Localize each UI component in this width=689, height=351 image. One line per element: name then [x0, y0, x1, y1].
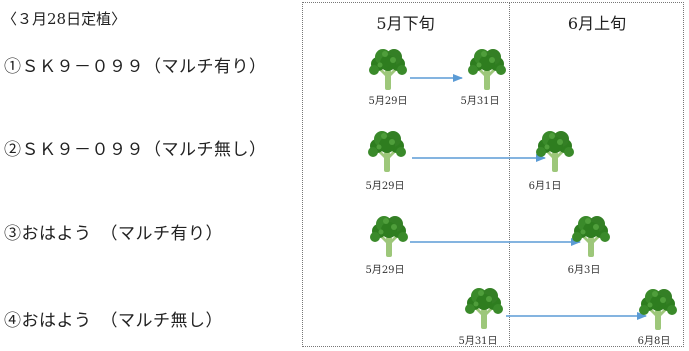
- broccoli-icon-row4-end: [639, 289, 677, 330]
- date-row3-start: 5月29日: [365, 264, 404, 276]
- broccoli-icon-row3-start: [370, 216, 408, 257]
- row-label-2: ②ＳＫ９－０９９（マルチ無し）: [4, 140, 267, 160]
- date-row2-end: 6月1日: [529, 180, 562, 192]
- broccoli-icon-row1-end: [468, 49, 506, 90]
- timeline-frame: [302, 2, 684, 347]
- broccoli-icon-row4-start: [465, 288, 503, 329]
- planting-date-note: 〈３月28日定植〉: [2, 10, 127, 28]
- date-row2-start: 5月29日: [365, 180, 404, 192]
- broccoli-icon-row1-start: [369, 49, 407, 90]
- row-label-1: ①ＳＫ９－０９９（マルチ有り）: [4, 57, 267, 77]
- period-divider: [509, 3, 510, 346]
- broccoli-icon-row2-start: [368, 131, 406, 172]
- date-row1-end: 5月31日: [460, 95, 499, 107]
- date-row1-start: 5月29日: [368, 95, 407, 107]
- row-label-4: ④おはよう （マルチ無し）: [4, 311, 223, 331]
- date-row4-start: 5月31日: [458, 335, 497, 347]
- row-label-3: ③おはよう （マルチ有り）: [4, 224, 223, 244]
- date-row3-end: 6月3日: [568, 264, 601, 276]
- broccoli-icon-row2-end: [536, 131, 574, 172]
- column-header-late-may: 5月下旬: [376, 14, 435, 33]
- broccoli-icon-row3-end: [572, 216, 610, 257]
- date-row4-end: 6月8日: [638, 335, 671, 347]
- column-header-early-june: 6月上旬: [567, 14, 627, 33]
